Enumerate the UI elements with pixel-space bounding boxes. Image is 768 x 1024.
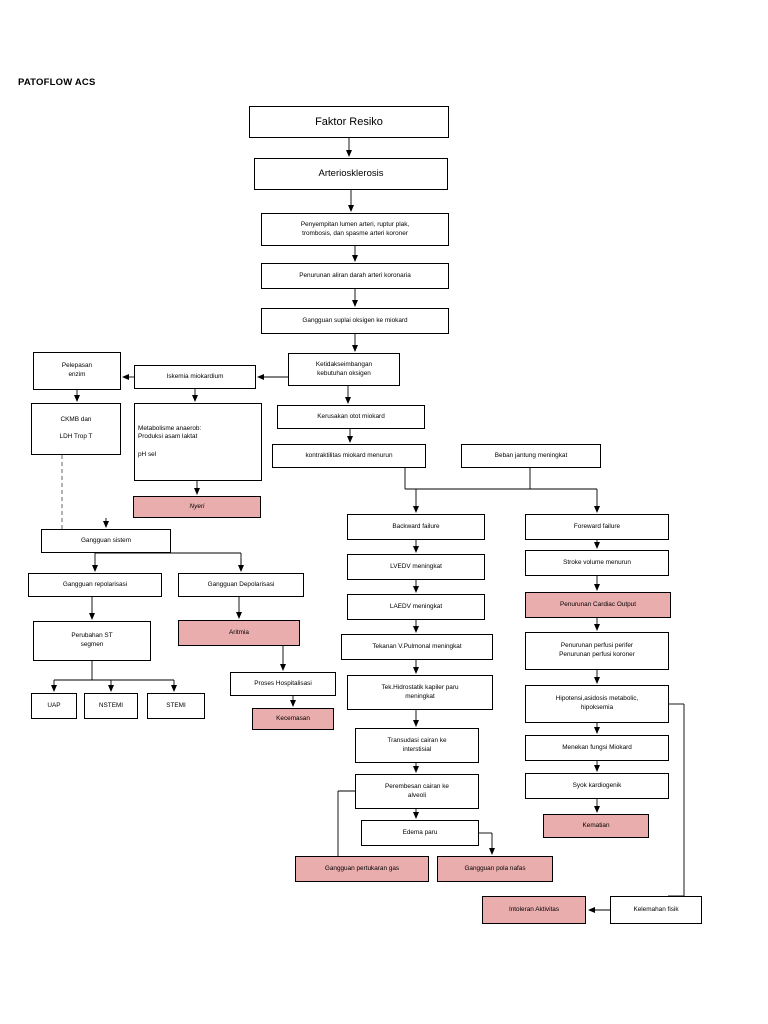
node-kerusakan-otot: Kerusakan otot miokard	[277, 405, 425, 429]
node-transudasi: Transudasi cairan ke interstisial	[355, 728, 479, 763]
node-metabolisme-anaerob: Metabolisme anaerob: Produksi asam lakta…	[134, 403, 262, 481]
node-gangguan-pertukaran-gas: Gangguan pertukaran gas	[295, 856, 429, 882]
node-foreward-failure: Foreward failure	[525, 514, 669, 540]
node-syok-kardiogenik: Syok kardiogenik	[525, 773, 669, 799]
node-penurunan-cardiac-output: Penurunan Cardiac Output	[525, 592, 671, 618]
node-tek-hidrostatik: Tek.Hidrostatik kapiler paru meningkat	[347, 675, 493, 710]
node-kontraktilitas: kontraktilitas miokard menurun	[272, 444, 426, 468]
node-kecemasan: Kecemasan	[252, 708, 334, 730]
node-kematian: Kematian	[543, 814, 649, 838]
node-tekanan-vpulmonal: Tekanan V.Pulmonal meningkat	[341, 634, 493, 660]
node-edema-paru: Edema paru	[361, 820, 479, 846]
node-penurunan-aliran: Penurunan aliran darah arteri koronaria	[261, 263, 449, 289]
node-penyempitan-lumen: Penyempitan lumen arteri, ruptur plak, t…	[261, 213, 449, 246]
node-arteriosklerosis: Arteriosklerosis	[254, 158, 448, 190]
node-iskemia-miokardium: Iskemia miokardium	[134, 365, 256, 389]
page-title: PATOFLOW ACS	[18, 77, 96, 88]
node-pelepasan-enzim: Pelepasan enzim	[33, 352, 121, 390]
node-ckmb-ldh: CKMB dan LDH Trop T	[31, 403, 121, 455]
node-laedv: LAEDV meningkat	[347, 594, 485, 620]
node-nstemi: NSTEMI	[84, 693, 138, 719]
node-backward-failure: Backward failure	[347, 514, 485, 540]
node-penurunan-perfusi: Penurunan perfusi perifer Penurunan perf…	[525, 632, 669, 670]
node-beban-jantung: Beban jantung meningkat	[461, 444, 601, 468]
node-intoleran-aktivitas: Intoleran Aktivitas	[482, 896, 586, 924]
node-perubahan-st: Perubahan ST segmen	[33, 621, 151, 661]
node-gangguan-sistem: Gangguan sistem	[41, 529, 171, 553]
node-gangguan-pola-nafas: Gangguan pola nafas	[437, 856, 553, 882]
node-uap: UAP	[31, 693, 77, 719]
node-menekan-fungsi: Menekan fungsi Miokard	[525, 735, 669, 761]
node-stroke-volume: Stroke volume menurun	[525, 550, 669, 576]
node-perembesan: Perembesan cairan ke alveoli	[355, 774, 479, 809]
node-hipotensi: Hipotensi,asidosis metabolic, hipoksemia	[525, 685, 669, 723]
node-gangguan-depolarisasi: Gangguan Depolarisasi	[178, 573, 304, 597]
node-stemi: STEMI	[147, 693, 205, 719]
node-ketidakseimbangan: Ketidakseimbangan kebutuhan oksigen	[288, 353, 400, 386]
node-aritmia: Aritmia	[178, 620, 300, 646]
node-lvedv: LVEDV meningkat	[347, 554, 485, 580]
node-kelemahan-fisik: Kelemahan fisik	[610, 896, 702, 924]
node-faktor-resiko: Faktor Resiko	[249, 106, 449, 138]
node-nyeri: Nyeri	[133, 496, 261, 518]
node-gangguan-repolarisasi: Gangguan repolarisasi	[28, 573, 162, 597]
node-gangguan-suplai: Gangguan suplai oksigen ke miokard	[261, 308, 449, 334]
node-proses-hospitalisasi: Proses Hospitalisasi	[230, 672, 336, 696]
